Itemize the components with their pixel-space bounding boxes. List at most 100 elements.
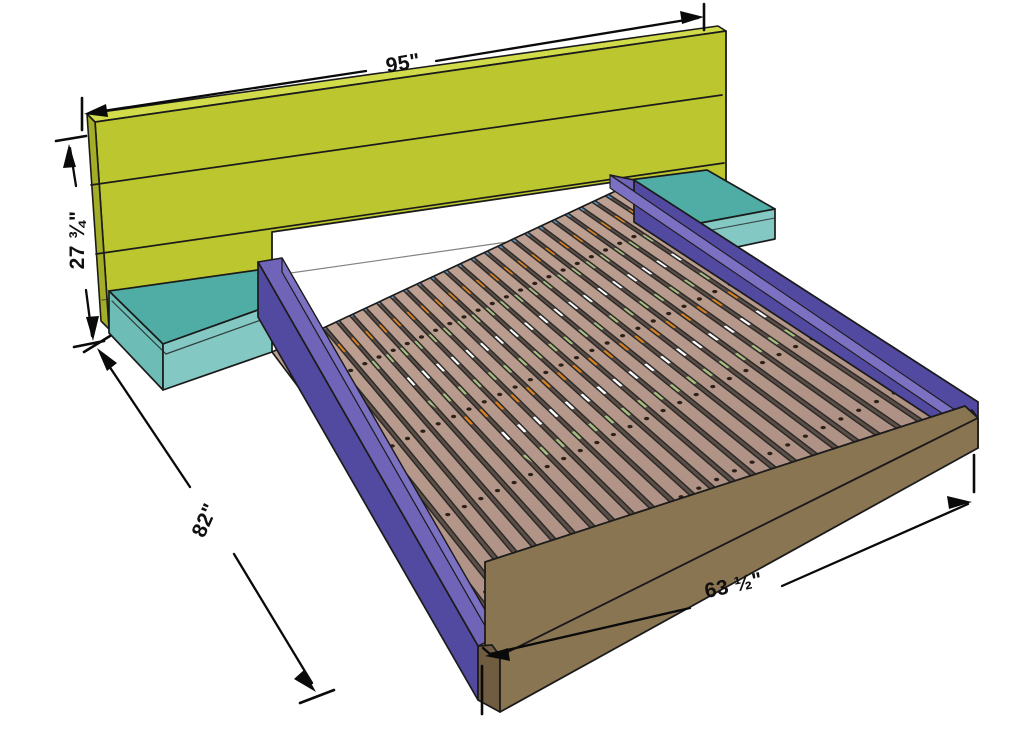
slat-screw-hole	[696, 297, 703, 301]
slat-screw-hole	[776, 352, 782, 357]
slat-screw-hole	[873, 399, 880, 404]
slat-screw-hole	[478, 496, 484, 501]
slat-screw-hole	[627, 424, 633, 429]
slat-screw-hole	[617, 241, 623, 245]
slat-screw-hole	[527, 378, 534, 382]
slat-screw-hole	[604, 341, 610, 345]
slat-screw-hole	[404, 436, 411, 441]
slat-screw-hole	[497, 392, 503, 397]
slat-screw-hole	[435, 422, 441, 426]
slat-screw-hole	[574, 261, 580, 266]
slat-screw-hole	[573, 356, 580, 360]
slat-screw-hole	[466, 407, 472, 411]
left-side-rail-group	[257, 257, 501, 701]
dim-82-extension-top	[82, 334, 112, 354]
slat-screw-hole	[856, 408, 862, 412]
slat-screw-hole	[693, 392, 699, 397]
slat-screw-hole	[543, 370, 549, 375]
dim-82-arrowhead-top	[97, 348, 117, 371]
slat-screw-hole	[820, 425, 826, 430]
dim-27-arrowhead-top	[63, 144, 76, 168]
slat-screw-hole	[348, 368, 354, 373]
slat-screw-hole	[447, 321, 453, 326]
slat-screw-hole	[461, 504, 467, 509]
slat-screw-hole	[660, 408, 666, 413]
dim-95-arrowhead-right	[680, 11, 704, 24]
slat-screw-hole	[528, 472, 534, 477]
slat-screw-hole	[503, 295, 509, 299]
slat-screw-hole	[558, 363, 564, 367]
dimension-overall-width: 95"	[80, 2, 706, 132]
slat-screw-hole	[475, 308, 481, 312]
slat-screw-hole	[650, 319, 656, 323]
slat-screw-hole	[802, 434, 809, 438]
slat-screw-hole	[451, 414, 457, 419]
dim-95-line-left	[88, 69, 368, 115]
slat-screw-hole	[390, 348, 396, 352]
slat-screw-hole	[710, 384, 716, 389]
slat-screw-hole	[560, 268, 566, 272]
slat-screw-hole	[666, 311, 672, 316]
slat-screw-hole	[793, 344, 799, 349]
slat-screw-hole	[418, 335, 425, 339]
dim-27-arrowhead-bottom	[86, 316, 99, 341]
slat-screw-hole	[588, 255, 595, 259]
dim-95-arrowhead-left	[84, 104, 108, 117]
slat-screw-hole	[644, 416, 650, 421]
slat-screw-hole	[610, 432, 617, 437]
slat-screw-hole	[743, 368, 749, 373]
dim-63-line-left	[488, 606, 692, 656]
slat-screw-hole	[726, 376, 733, 381]
slat-screw-hole	[420, 429, 426, 433]
slat-screw-hole	[494, 488, 501, 493]
slat-screw-hole	[461, 315, 467, 319]
dim-82-arrowhead-bottom	[294, 670, 316, 692]
slat-screw-hole	[512, 385, 518, 389]
dim-63-arrowhead-left	[485, 648, 510, 661]
dim-95-line-right	[434, 16, 700, 63]
slat-screw-hole	[433, 328, 439, 332]
slat-screw-hole	[594, 440, 600, 445]
dim-82-extension-bottom	[298, 688, 336, 705]
slat-screw-hole	[714, 477, 720, 482]
left-nightstand-seam-2	[165, 315, 273, 355]
dim-82-line-bottom	[232, 552, 314, 685]
slat-screw-hole	[481, 400, 487, 404]
left-nightstand-group	[108, 267, 273, 391]
slat-screw-hole	[376, 355, 382, 359]
dim-63-line-right	[780, 502, 970, 588]
dim-82-line-top	[99, 352, 192, 489]
dim-27-extension-top	[54, 134, 88, 143]
dim-95-label: 95"	[384, 49, 422, 77]
slat-screw-hole	[561, 456, 567, 461]
slat-screw-hole	[677, 400, 683, 405]
slat-screw-hole	[445, 512, 451, 517]
footboard-group	[477, 405, 979, 713]
slat-screw-hole	[404, 341, 410, 346]
dim-63-arrowhead-right	[947, 496, 972, 509]
headboard-panel-line-1	[90, 94, 723, 186]
slat-screw-hole	[546, 275, 552, 279]
dim-63-leader-left	[481, 646, 492, 656]
slat-screw-hole	[489, 301, 495, 306]
slat-screw-hole	[603, 248, 609, 252]
dimension-platform-width: 63 ½"	[480, 453, 976, 716]
slat-screw-hole	[518, 288, 524, 292]
slat-screw-hole	[577, 448, 583, 453]
slat-screw-hole	[712, 289, 718, 294]
slat-screw-hole	[631, 234, 637, 239]
slat-screw-hole	[731, 469, 738, 473]
slat-screw-hole	[785, 443, 791, 447]
footboard-body	[499, 417, 979, 713]
slat-screw-hole	[838, 417, 844, 421]
slat-screw-hole	[635, 326, 641, 330]
slat-screw-hole	[696, 486, 702, 490]
slat-screw-hole	[620, 334, 626, 338]
slat-screw-hole	[532, 281, 538, 286]
left-nightstand-seam	[111, 300, 167, 355]
dim-27-label: 27 ¾"	[66, 211, 89, 270]
slat-screw-hole	[759, 360, 766, 365]
slat-screw-hole	[544, 464, 550, 469]
